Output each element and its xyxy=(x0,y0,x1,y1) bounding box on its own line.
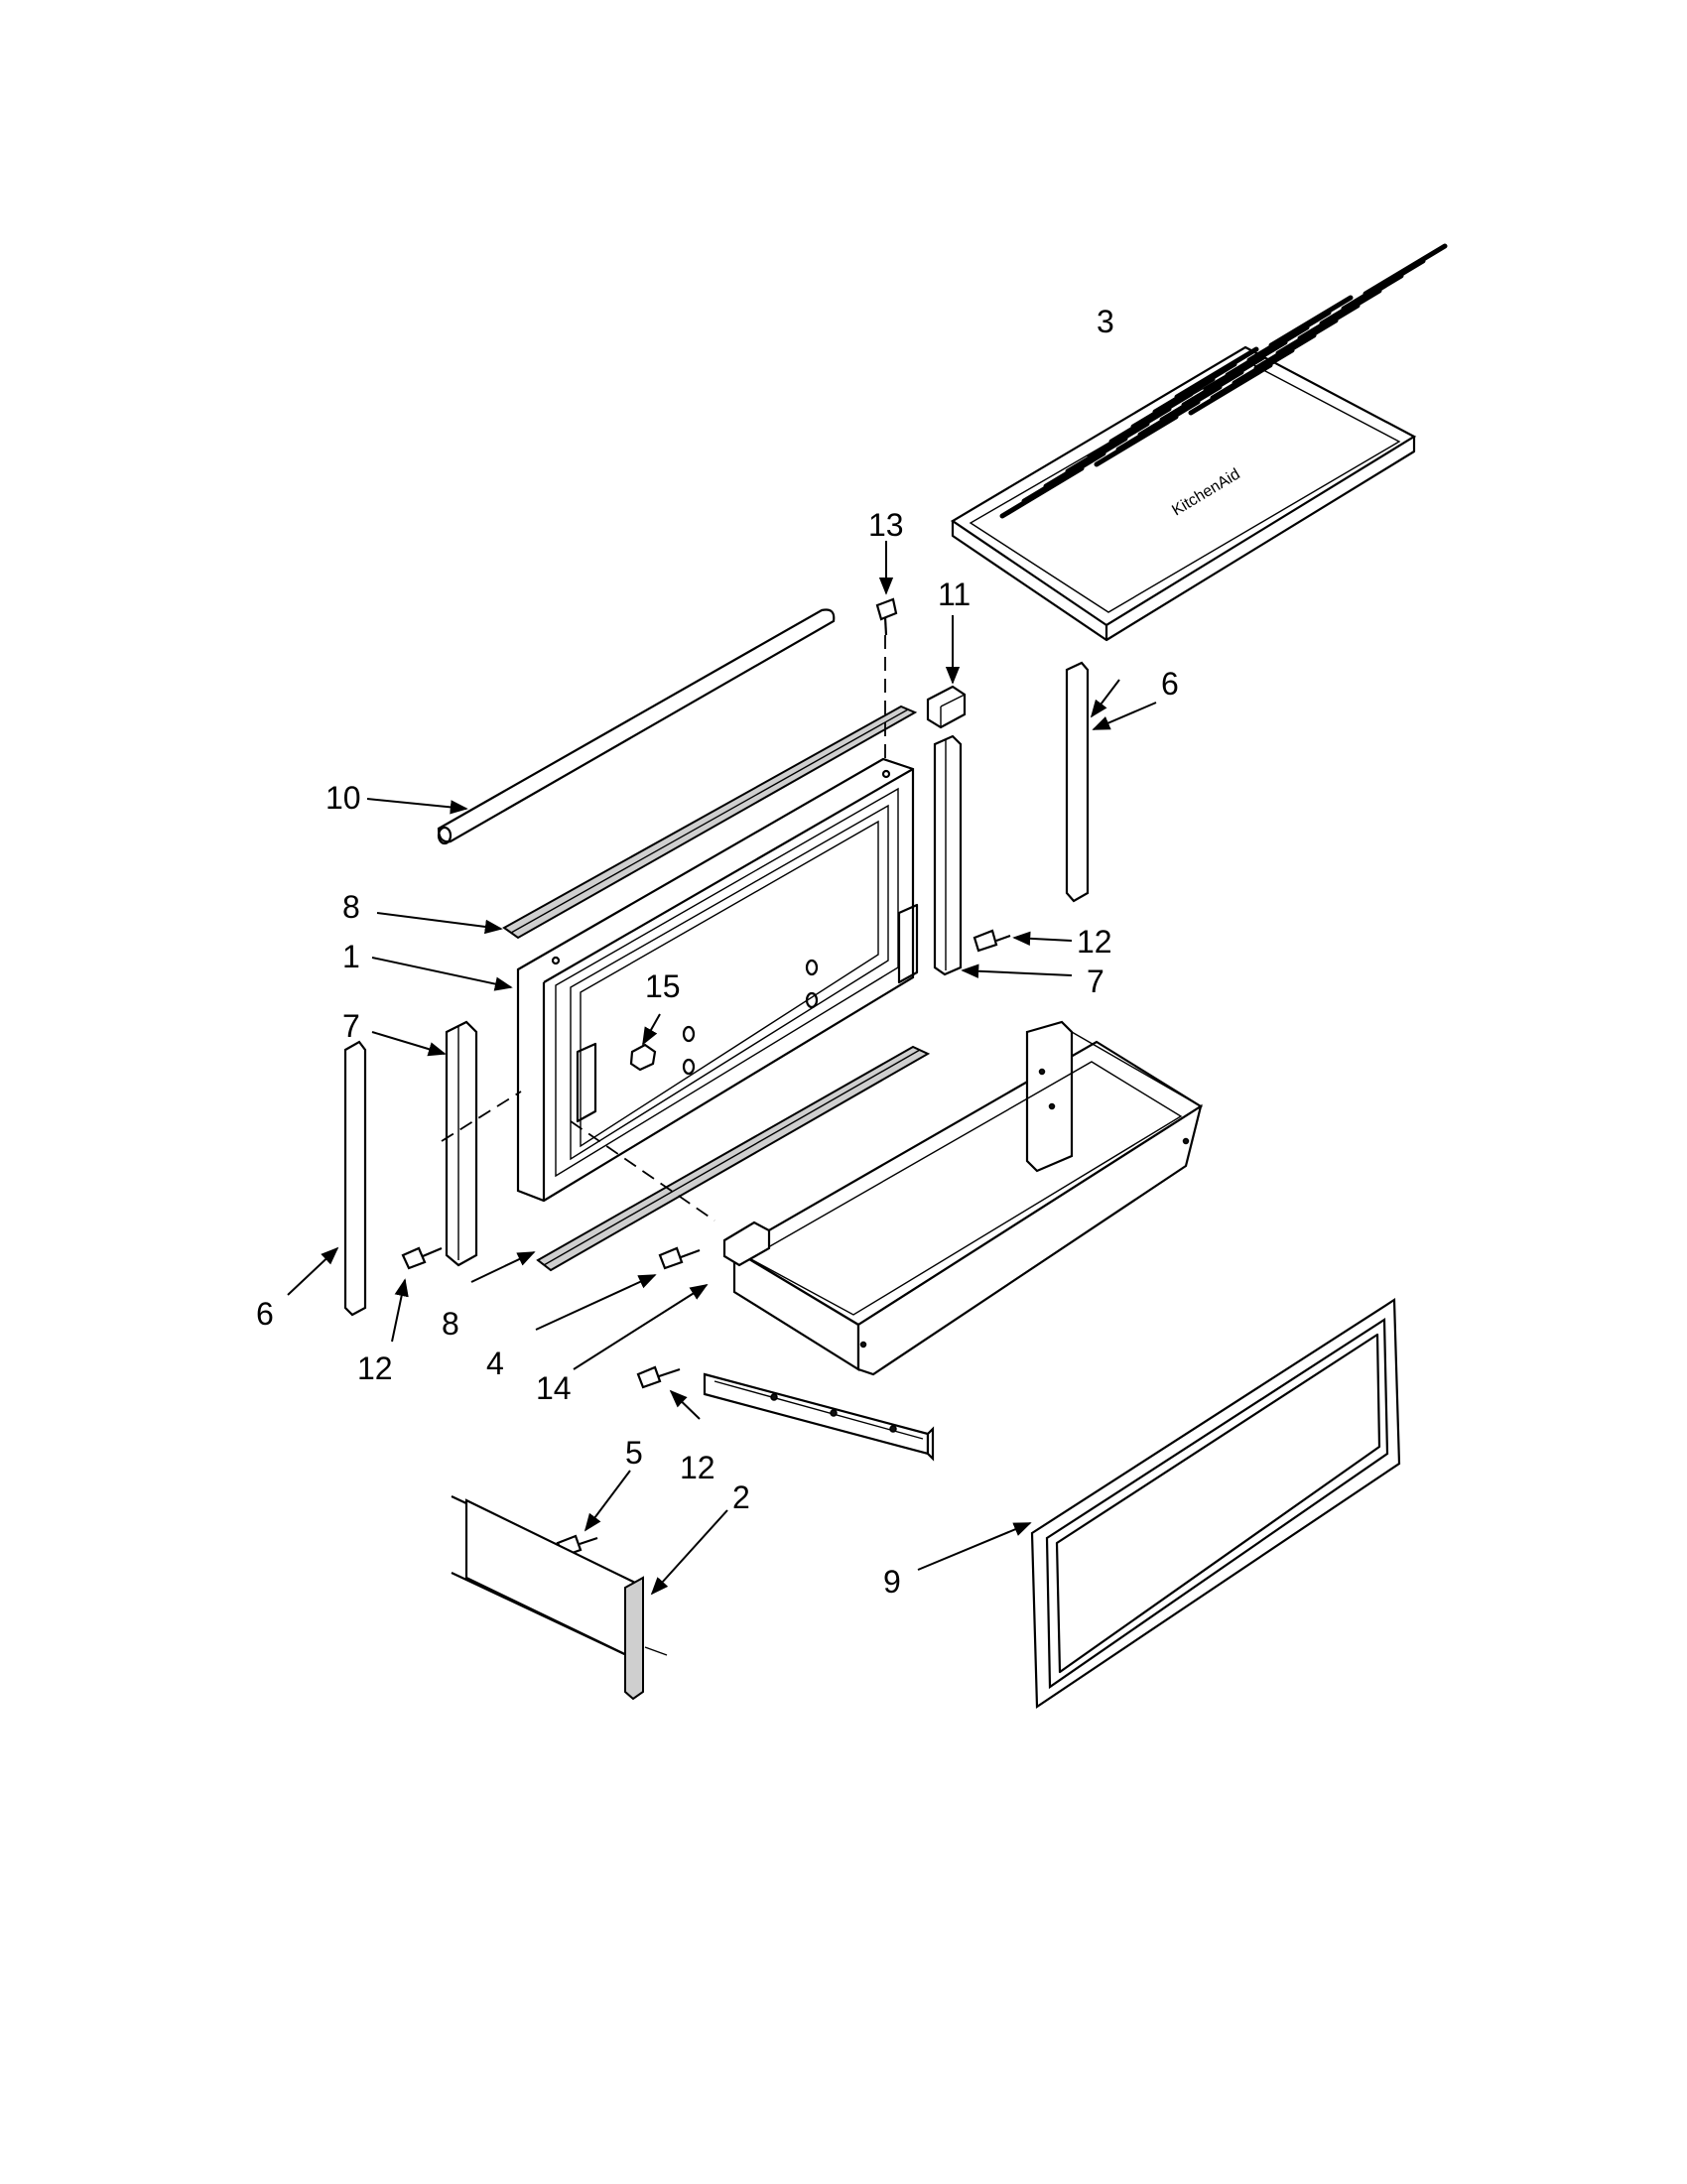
left-trim-6 xyxy=(343,1040,367,1317)
callout-9: 9 xyxy=(883,1564,901,1600)
right-trim-6 xyxy=(1065,661,1090,903)
screw-12-right xyxy=(973,929,1011,953)
callout-1: 1 xyxy=(342,939,360,974)
screw-12-left xyxy=(401,1246,443,1270)
callout-12-left: 12 xyxy=(357,1350,393,1386)
screw-13 xyxy=(875,597,898,769)
drawer-handle-panel xyxy=(451,1495,668,1701)
callout-10: 10 xyxy=(325,780,361,816)
callout-13: 13 xyxy=(868,507,904,543)
callout-6-left: 6 xyxy=(256,1296,274,1332)
callout-3: 3 xyxy=(1097,304,1114,339)
callout-6-right: 6 xyxy=(1161,666,1179,702)
drawer-basket xyxy=(722,1020,1204,1376)
top-rod xyxy=(437,608,836,845)
upper-trim-strip xyxy=(502,705,918,940)
callout-2: 2 xyxy=(732,1479,750,1515)
alignment-lines xyxy=(441,1091,715,1221)
callout-5: 5 xyxy=(625,1435,643,1471)
callout-12-right: 12 xyxy=(1077,924,1112,960)
callout-14: 14 xyxy=(536,1370,572,1406)
callout-11: 11 xyxy=(938,577,971,612)
callout-8-top: 8 xyxy=(342,889,360,925)
drawer-front-frame xyxy=(516,757,919,1203)
drawer-slide-rail xyxy=(703,1372,935,1462)
bracket-clip-11 xyxy=(926,685,967,729)
callout-labels: 1 2 3 4 5 6 6 7 7 8 8 9 10 11 12 12 12 1… xyxy=(256,304,1179,1600)
right-side-rail xyxy=(933,734,963,976)
callout-15: 15 xyxy=(645,968,681,1004)
leader-lines xyxy=(287,541,1157,1596)
shelf-grille: KitchenAid xyxy=(950,243,1448,642)
door-gasket xyxy=(1030,1298,1401,1710)
screw-12-bottom xyxy=(636,1365,681,1389)
callout-8-bottom: 8 xyxy=(442,1306,459,1342)
callout-4: 4 xyxy=(486,1346,504,1381)
screw-4 xyxy=(658,1246,701,1270)
lower-trim-strip xyxy=(536,1045,931,1272)
left-side-rail xyxy=(445,1020,478,1267)
callout-12-bottom: 12 xyxy=(680,1450,715,1485)
callout-7-left: 7 xyxy=(342,1008,360,1044)
callout-7-right: 7 xyxy=(1087,964,1104,999)
